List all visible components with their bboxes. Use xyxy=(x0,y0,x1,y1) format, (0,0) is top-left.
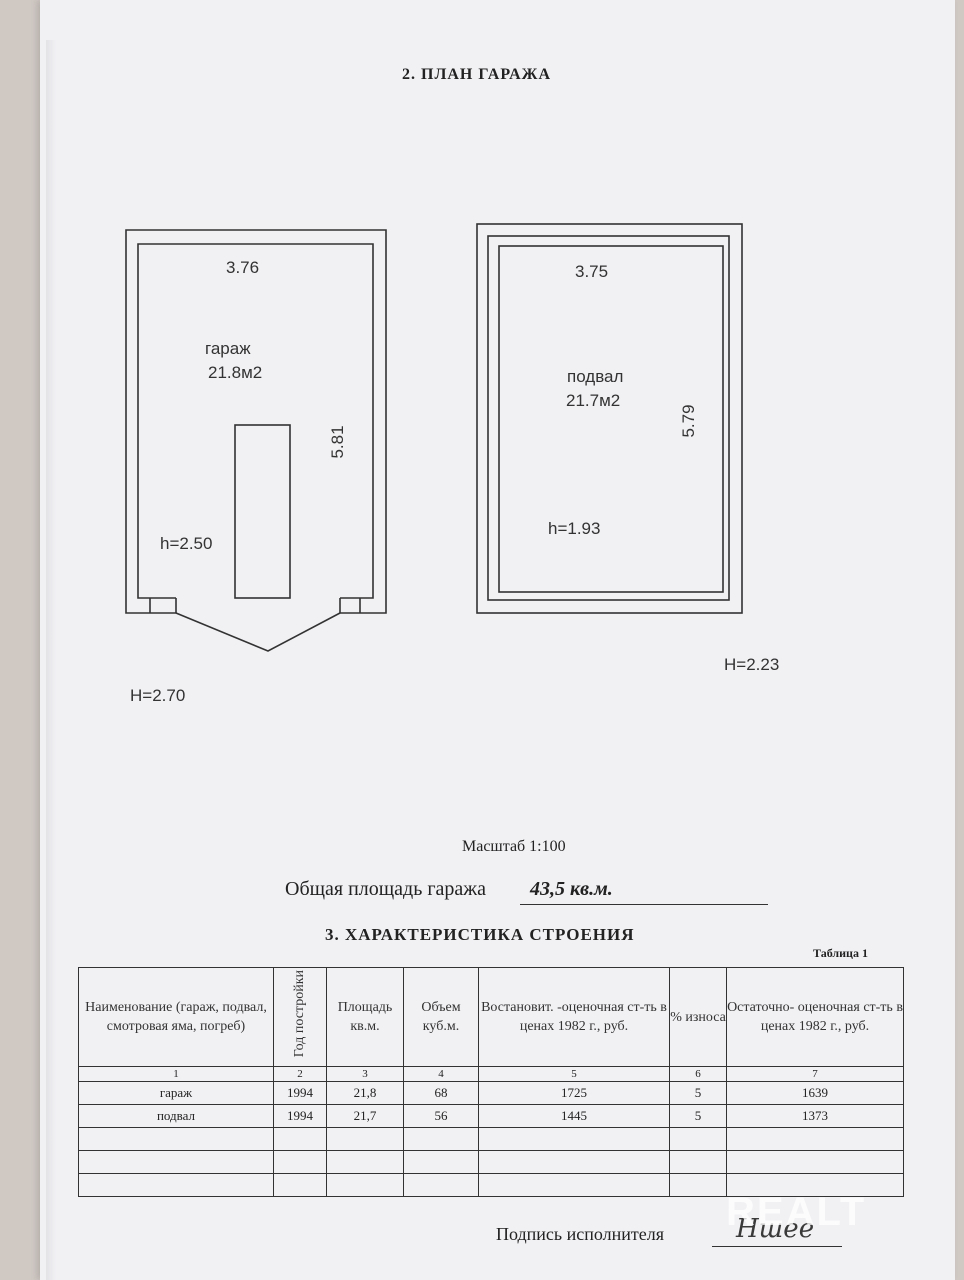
table-cell: подвал xyxy=(78,1104,274,1128)
table-cell: 1994 xyxy=(273,1081,327,1105)
table-cell: 1373 xyxy=(726,1104,904,1128)
col-header-volume: Объем куб.м. xyxy=(403,967,479,1067)
col-header-residual-cost: Остаточно- оценочная ст-ть в ценах 1982 … xyxy=(726,967,904,1067)
cellar-room-name: подвал xyxy=(567,367,624,386)
garage-inner-wall xyxy=(137,243,374,599)
cellar-width-dimension: 3.75 xyxy=(575,262,609,281)
inspection-pit xyxy=(234,424,291,599)
realt-watermark: REALT xyxy=(726,1190,867,1234)
col-header-area: Площадь кв.м. xyxy=(326,967,404,1067)
characteristics-table: Наименование (гараж, подвал, смотровая я… xyxy=(78,967,904,1197)
table-cell: 6 xyxy=(669,1066,727,1082)
table-cell: 3 xyxy=(326,1066,404,1082)
plan-scale: Масштаб 1:100 xyxy=(462,838,566,855)
table-number-row: 1 2 3 4 5 6 7 xyxy=(78,1066,904,1082)
garage-inner-height: h=2.50 xyxy=(160,534,213,553)
col-header-year-text: Год постройки xyxy=(292,970,307,1058)
col-header-name: Наименование (гараж, подвал, смотровая я… xyxy=(78,967,274,1067)
table-cell: 1725 xyxy=(478,1081,670,1105)
table-cell: 21,8 xyxy=(326,1081,404,1105)
col-header-wear: % износа xyxy=(669,967,727,1067)
table-cell: 21,7 xyxy=(326,1104,404,1128)
signature-scribble: Ншее xyxy=(736,1214,815,1244)
table-cell: 1994 xyxy=(273,1104,327,1128)
table-cell: 7 xyxy=(726,1066,904,1082)
page-fold-shadow xyxy=(46,40,56,1280)
section3-title: 3. ХАРАКТЕРИСТИКА СТРОЕНИЯ xyxy=(325,925,635,944)
total-area-value: 43,5 кв.м. xyxy=(530,878,613,900)
garage-outer-wall xyxy=(125,229,387,614)
garage-outer-height: H=2.70 xyxy=(130,686,186,705)
garage-room-name: гараж xyxy=(205,339,251,358)
table-row: гараж 1994 21,8 68 1725 5 1639 xyxy=(78,1081,904,1105)
garage-length-dimension: 5.81 xyxy=(328,425,347,459)
table-header-row: Наименование (гараж, подвал, смотровая я… xyxy=(78,967,904,1067)
cellar-outer-height: H=2.23 xyxy=(724,655,780,674)
total-area-label: Общая площадь гаража xyxy=(285,878,487,900)
table-row-empty xyxy=(78,1127,904,1151)
table-cell: гараж xyxy=(78,1081,274,1105)
table-cell: 1445 xyxy=(478,1104,670,1128)
cellar-inner-height: h=1.93 xyxy=(548,519,601,538)
garage-gate xyxy=(175,612,341,652)
signature-label: Подпись исполнителя xyxy=(496,1224,664,1244)
cellar-outer-wall xyxy=(476,223,743,614)
table-cell: 1639 xyxy=(726,1081,904,1105)
cellar-inner-wall xyxy=(487,235,730,601)
table-caption: Таблица 1 xyxy=(813,946,868,960)
garage-room-area: 21.8м2 xyxy=(208,363,263,382)
table-cell: 56 xyxy=(403,1104,479,1128)
table-row-empty xyxy=(78,1173,904,1197)
table-row: подвал 1994 21,7 56 1445 5 1373 xyxy=(78,1104,904,1128)
table-cell: 2 xyxy=(273,1066,327,1082)
table-cell: 5 xyxy=(669,1081,727,1105)
col-header-restoration-cost: Востановит. -оценочная ст-ть в ценах 198… xyxy=(478,967,670,1067)
cellar-length-dimension: 5.79 xyxy=(679,404,698,438)
table-cell: 5 xyxy=(478,1066,670,1082)
table-cell: 68 xyxy=(403,1081,479,1105)
col-header-year: Год постройки xyxy=(273,967,327,1067)
table-row-empty xyxy=(78,1150,904,1174)
table-cell: 5 xyxy=(669,1104,727,1128)
garage-width-dimension: 3.76 xyxy=(226,258,260,277)
total-area-underline xyxy=(520,904,768,905)
cellar-room-area: 21.7м2 xyxy=(566,391,621,410)
signature-line xyxy=(712,1246,842,1247)
cellar-room xyxy=(498,245,724,593)
plan-title: 2. ПЛАН ГАРАЖА xyxy=(402,66,552,83)
table-cell: 4 xyxy=(403,1066,479,1082)
table-cell: 1 xyxy=(78,1066,274,1082)
